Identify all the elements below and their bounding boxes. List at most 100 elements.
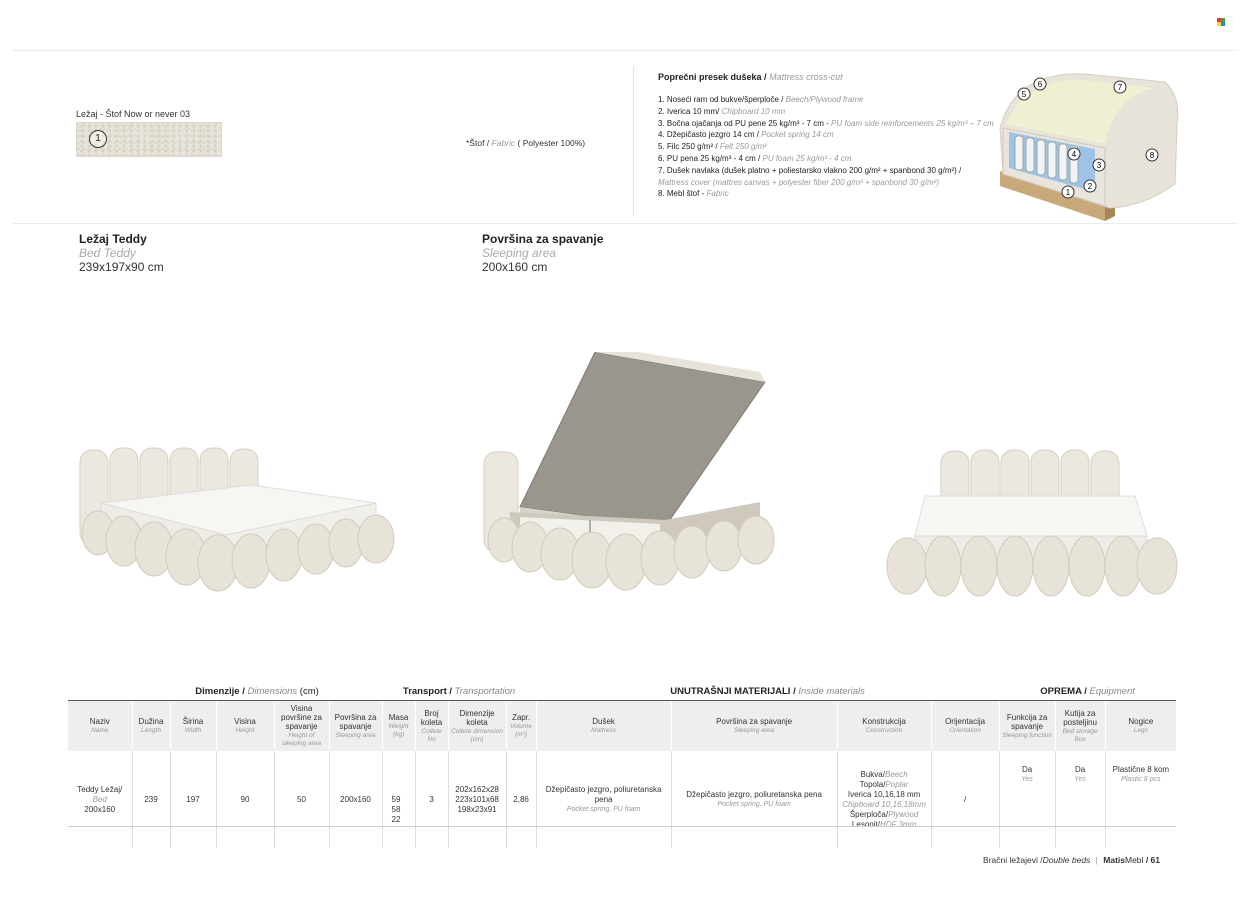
product-name: Ležaj Teddy <box>79 232 147 246</box>
group-header-row: Dimenzije / Dimensions (cm) Transport / … <box>68 682 1177 701</box>
svg-text:1: 1 <box>1066 188 1071 197</box>
spec-table: Dimenzije / Dimensions (cm) Transport / … <box>68 682 1177 848</box>
middle-divider <box>12 223 1238 224</box>
callout-7: 7 <box>1113 80 1127 94</box>
group-materials: UNUTRAŠNJI MATERIJALI / Inside materials <box>536 682 1000 701</box>
construction-line: Bukva/Beech <box>860 769 908 779</box>
svg-text:7: 7 <box>1118 83 1123 92</box>
cell-height: 90 <box>216 751 275 848</box>
cross-cut-item: 2. Iverica 10 mm/ Chipboard 10 mm <box>658 106 786 116</box>
cross-cut-item: 5. Filc 250 g/m² / Felt 250 g/m² <box>658 142 767 152</box>
table-bottom-line <box>68 826 1176 827</box>
sleep-area-dimensions: 200x160 cm <box>482 260 548 274</box>
svg-text:8: 8 <box>1150 151 1155 160</box>
construction-line: Šperploča/Plywood <box>849 809 919 819</box>
group-dimensions: Dimenzije / Dimensions (cm) <box>132 682 383 701</box>
callout-4: 4 <box>1067 147 1081 161</box>
callout-6: 6 <box>1033 77 1047 91</box>
cell-width: 197 <box>170 751 217 848</box>
fabric-swatch: 1 <box>76 122 222 157</box>
mattress-cross-section: 1 2 3 4 5 6 7 8 <box>999 73 1179 221</box>
brand-logo-icon <box>1217 18 1225 26</box>
product-name-en: Bed Teddy <box>79 246 136 260</box>
cross-cut-list: 1. Noseći ram od bukve/šperploče / Beech… <box>658 94 998 200</box>
svg-text:6: 6 <box>1038 80 1043 89</box>
cross-cut-item: 7. Dušek navlaka (dušek platno + poliest… <box>658 165 962 175</box>
svg-text:5: 5 <box>1022 90 1027 99</box>
cell-sleep-height: 50 <box>274 751 330 848</box>
column-header: Zapr.Volume (m³) <box>506 700 537 751</box>
construction-line: Iverica 10,16,18 mm <box>847 789 921 799</box>
construction-line: Chipboard 10,16,18mm <box>842 799 926 809</box>
sleep-area-title: Površina za spavanje <box>482 232 604 246</box>
cross-cut-item: 6. PU pena 25 kg/m³ - 4 cm / PU foam 25 … <box>658 153 852 163</box>
cell-volume: 2,86 <box>506 751 537 848</box>
brand-name: Matis <box>1103 855 1125 865</box>
page-footer: Bračni ležajevi /Double beds | MatisMebl… <box>983 855 1160 865</box>
callout-5: 5 <box>1017 87 1031 101</box>
callout-3: 3 <box>1092 158 1106 172</box>
top-divider <box>12 50 1238 51</box>
cell-sleep-area: 200x160 <box>329 751 383 848</box>
svg-text:4: 4 <box>1072 150 1077 159</box>
callout-2: 2 <box>1083 179 1097 193</box>
sleep-area-en: Sleeping area <box>482 246 557 260</box>
cross-cut-item: 4. Džepičasto jezgro 14 cm / Pocket spri… <box>658 130 834 140</box>
bed-image-front <box>886 449 1178 597</box>
cross-cut-item: 8. Mebl štof - Fabric <box>658 189 729 199</box>
construction-line: Topola/Poplar <box>859 779 909 789</box>
cross-cut-item: 1. Noseći ram od bukve/šperploče / Beech… <box>658 95 864 104</box>
frame-front <box>1000 171 1105 221</box>
cell-collete-no: 3 <box>415 751 449 848</box>
cell-length: 239 <box>132 751 171 848</box>
page-number: / 61 <box>1145 855 1160 865</box>
svg-text:3: 3 <box>1097 161 1102 170</box>
bed-image-storage-open <box>483 352 775 591</box>
product-title-block: Ležaj Teddy Bed Teddy 239x197x90 cm <box>79 232 164 274</box>
construction-line: Lesonit/HDF 3mm <box>851 819 917 829</box>
cross-cut-item: 3. Bočna ojačanja od PU pene 25 kg/m³ - … <box>658 118 994 128</box>
fabric-note: *Štof / Fabric ( Polyester 100%) <box>466 138 586 148</box>
callout-8: 8 <box>1145 148 1159 162</box>
group-equipment: OPREMA / Equipment <box>999 682 1177 701</box>
section-divider <box>633 66 634 216</box>
cell-orientation: / <box>931 751 1000 848</box>
brand-name-2: Mebl <box>1125 855 1144 865</box>
product-dimensions: 239x197x90 cm <box>79 260 164 274</box>
fabric-label: Ležaj - Štof Now or never 03 <box>76 109 191 119</box>
callout-1: 1 <box>1061 185 1075 199</box>
group-transport: Transport / Transportation <box>382 682 537 701</box>
cross-cut-title: Poprečni presek dušeka / Mattress cross-… <box>658 72 843 82</box>
bed-image-angle <box>79 447 395 592</box>
sleep-area-block: Površina za spavanje Sleeping area 200x1… <box>482 232 603 274</box>
svg-text:2: 2 <box>1088 182 1093 191</box>
top-foam <box>1005 79 1155 144</box>
swatch-number: 1 <box>89 130 107 148</box>
